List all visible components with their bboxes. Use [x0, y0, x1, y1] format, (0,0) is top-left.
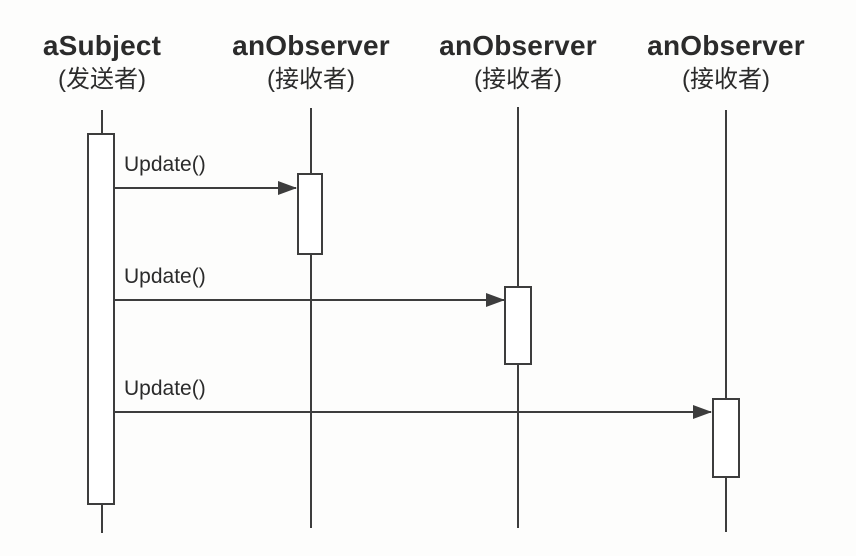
arrowhead-icon	[486, 293, 505, 307]
message-label: Update()	[124, 377, 206, 400]
actor-header-subject: aSubject (发送者)	[0, 30, 212, 98]
message-label: Update()	[124, 153, 206, 176]
arrowhead-icon	[278, 181, 297, 195]
actor-header-observer-2: anObserver (接收者)	[408, 30, 628, 98]
lifeline-observer-3-upper	[725, 110, 727, 398]
actor-alias: (接收者)	[474, 66, 562, 93]
arrowhead-icon	[693, 405, 712, 419]
lifeline-subject-lower	[101, 505, 103, 533]
actor-header-observer-1: anObserver (接收者)	[201, 30, 421, 98]
actor-name: anObserver	[439, 30, 597, 61]
message-line	[115, 187, 296, 189]
activation-bar-subject	[87, 133, 115, 505]
actor-name: anObserver	[232, 30, 390, 61]
actor-alias: (接收者)	[682, 66, 770, 93]
message-update-2: Update()	[115, 264, 505, 307]
message-label: Update()	[124, 265, 206, 288]
activation-bar-observer-3	[712, 398, 740, 478]
lifeline-observer-2-upper	[517, 107, 519, 286]
actor-alias: (接收者)	[267, 66, 355, 93]
message-line	[115, 411, 711, 413]
activation-bar-observer-2	[504, 286, 532, 365]
actor-name: anObserver	[647, 30, 805, 61]
activation-bar-observer-1	[297, 173, 323, 255]
lifeline-observer-1-lower	[310, 254, 312, 528]
lifeline-subject-upper	[101, 110, 103, 133]
lifeline-observer-3-lower	[725, 478, 727, 532]
message-update-3: Update()	[115, 376, 712, 419]
lifeline-observer-1-upper	[310, 108, 312, 174]
lifeline-observer-2-lower	[517, 365, 519, 528]
actor-alias: (发送者)	[58, 66, 146, 93]
message-update-1: Update()	[115, 152, 297, 195]
message-line	[115, 299, 504, 301]
actor-name: aSubject	[42, 30, 162, 61]
actor-header-observer-3: anObserver (接收者)	[616, 30, 836, 98]
